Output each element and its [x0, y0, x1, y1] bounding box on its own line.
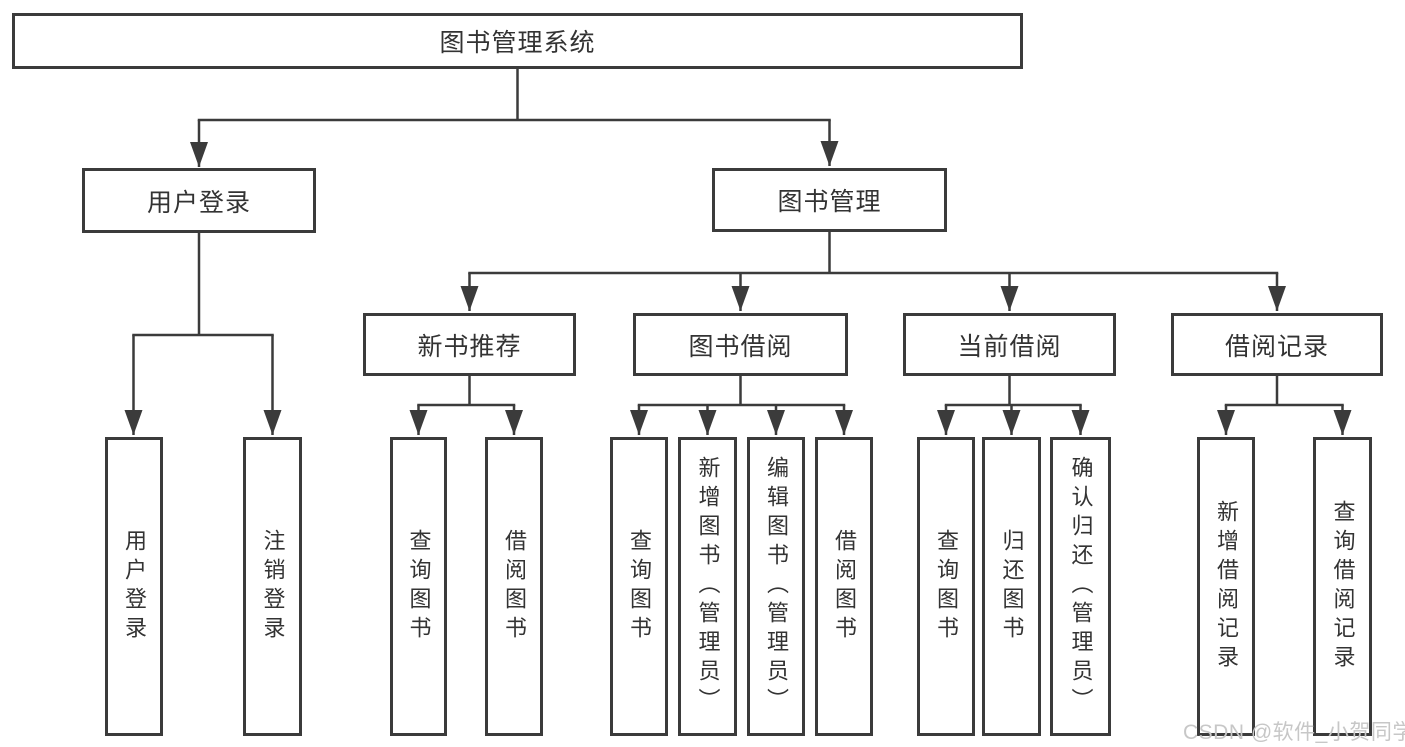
- node-library-management-system: 图书管理系统: [12, 13, 1023, 69]
- csdn-watermark: CSDN @软件_小贺同学: [1183, 721, 1405, 744]
- leaf-add-books-admin: 新增图书（管理员）: [678, 437, 737, 736]
- leaf-borrow-books-recommend: 借阅图书: [485, 437, 543, 736]
- node-book-management: 图书管理: [712, 168, 947, 232]
- leaf-query-books-recommend: 查询图书: [390, 437, 447, 736]
- node-new-book-recommendation: 新书推荐: [363, 313, 576, 376]
- leaf-edit-books-admin: 编辑图书（管理员）: [747, 437, 805, 736]
- node-book-borrowing: 图书借阅: [633, 313, 848, 376]
- node-current-borrowing: 当前借阅: [903, 313, 1116, 376]
- leaf-query-books-borrowing: 查询图书: [610, 437, 668, 736]
- leaf-user-login: 用户登录: [105, 437, 163, 736]
- leaf-add-borrow-record: 新增借阅记录: [1197, 437, 1255, 736]
- leaf-borrow-books-borrowing: 借阅图书: [815, 437, 873, 736]
- leaf-logout: 注销登录: [243, 437, 302, 736]
- leaf-query-borrow-record: 查询借阅记录: [1313, 437, 1372, 736]
- node-user-login: 用户登录: [82, 168, 316, 233]
- leaf-return-books: 归还图书: [982, 437, 1041, 736]
- node-borrowing-records: 借阅记录: [1171, 313, 1383, 376]
- leaf-query-books-current: 查询图书: [917, 437, 975, 736]
- leaf-confirm-return-admin: 确认归还（管理员）: [1050, 437, 1111, 736]
